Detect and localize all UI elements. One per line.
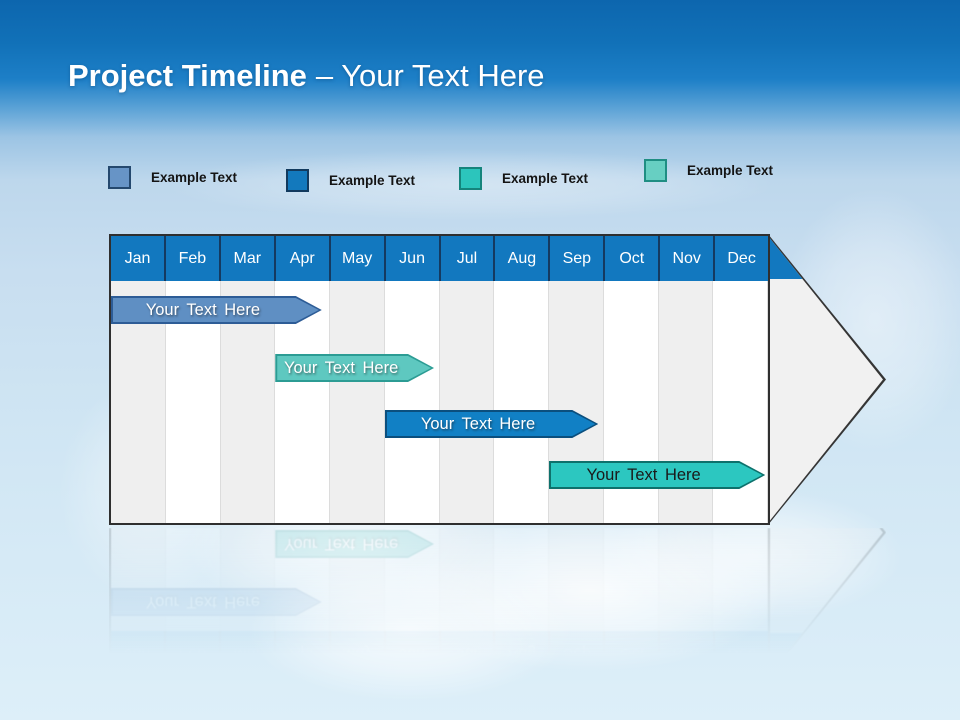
month-cell-sep: Sep <box>550 236 606 281</box>
month-cell-mar: Mar <box>220 236 276 281</box>
month-cell-aug: Aug <box>495 236 551 281</box>
legend-item: Example Text <box>286 169 415 192</box>
legend-label: Example Text <box>502 171 589 186</box>
timeline-bar-label: Your Text Here <box>551 463 762 487</box>
legend-label: Example Text <box>329 173 416 188</box>
month-cell-feb: Feb <box>165 236 221 281</box>
timeline-bar-label: Your Text Here <box>387 412 596 436</box>
legend-item: Example Text <box>459 167 588 190</box>
month-cell-jun: Jun <box>385 236 441 281</box>
cloud <box>250 560 570 700</box>
month-column <box>384 281 440 523</box>
month-cell-nov: Nov <box>660 236 716 281</box>
timeline-bar[interactable]: Your Text Here <box>549 461 765 489</box>
page-title: Project Timeline– Your Text Here <box>68 58 545 94</box>
legend-item: Example Text <box>644 159 773 182</box>
month-cell-jul: Jul <box>440 236 496 281</box>
title-subtitle: – Your Text Here <box>315 58 545 93</box>
timeline-bar[interactable]: Your Text Here <box>111 296 322 324</box>
arrowhead-fill <box>768 236 883 523</box>
legend-label: Example Text <box>151 170 238 185</box>
legend-swatch <box>459 167 482 190</box>
timeline-bar-label: Your Text Here <box>277 356 431 380</box>
timeline-bar[interactable]: Your Text Here <box>385 410 599 438</box>
month-column <box>494 281 549 523</box>
month-cell-apr: Apr <box>275 236 331 281</box>
legend-item: Example Text <box>108 166 237 189</box>
timeline-arrowhead <box>768 234 886 525</box>
month-cell-dec: Dec <box>715 236 769 281</box>
legend-swatch <box>108 166 131 189</box>
month-column <box>439 281 495 523</box>
month-cell-jan: Jan <box>111 236 166 281</box>
month-column <box>330 281 385 523</box>
month-cell-may: May <box>330 236 386 281</box>
timeline-bar[interactable]: Your Text Here <box>275 354 434 382</box>
title-main: Project Timeline <box>68 58 307 93</box>
timeline-bar-label: Your Text Here <box>113 298 319 322</box>
legend-swatch <box>644 159 667 182</box>
legend-swatch <box>286 169 309 192</box>
month-cell-oct: Oct <box>605 236 661 281</box>
legend-label: Example Text <box>687 163 774 178</box>
cloud <box>400 510 780 670</box>
